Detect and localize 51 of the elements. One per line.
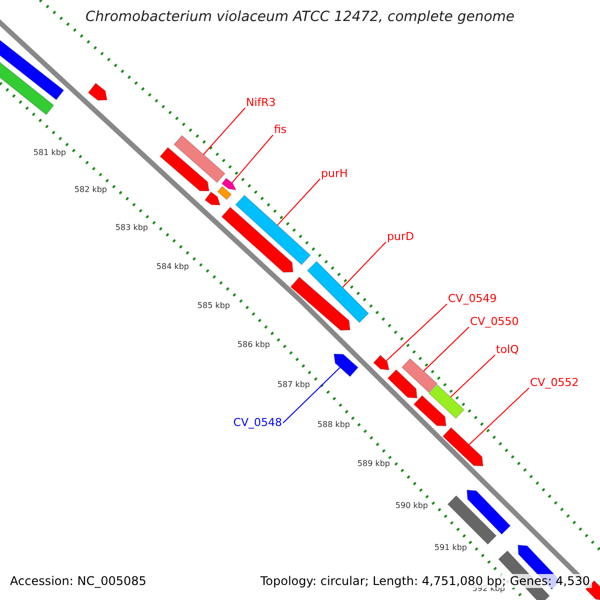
scale-label: 591 kbp: [434, 542, 467, 553]
gene-feature: [372, 354, 390, 371]
gene-feature: [290, 276, 351, 331]
gene-feature: [306, 260, 370, 324]
gene-feature: [401, 358, 438, 394]
scale-label: 588 kbp: [317, 419, 350, 430]
leader-line: [468, 388, 530, 446]
gene-label: tolQ: [496, 343, 519, 356]
leader-line: [450, 354, 496, 398]
leader-line: [386, 304, 448, 362]
scale-label: 589 kbp: [357, 458, 390, 469]
leader-line: [232, 134, 274, 184]
scale-label: 582 kbp: [74, 184, 107, 195]
gene-feature: [234, 194, 312, 266]
gene-feature: [413, 394, 447, 427]
scale-label: 586 kbp: [237, 339, 270, 350]
gene-label: CV_0548: [233, 416, 282, 429]
gene-feature: [466, 489, 511, 535]
scale-label: 581 kbp: [33, 147, 66, 158]
gene-feature: [204, 191, 221, 206]
gene-feature: [428, 384, 465, 420]
gene-feature: [88, 82, 108, 101]
gene-feature: [442, 426, 484, 467]
scale-label: 583 kbp: [115, 222, 148, 233]
leader-line: [282, 367, 340, 424]
gene-feature: [217, 186, 232, 200]
leader-line: [276, 178, 320, 226]
gene-label: NifR3: [246, 96, 276, 109]
title: Chromobacterium violaceum ATCC 12472, complete genome: [84, 9, 516, 25]
gene-feature: [221, 206, 294, 273]
gene-feature: [447, 495, 497, 545]
gene-feature: [159, 146, 210, 192]
gene-feature: [173, 134, 226, 184]
leader-line: [342, 242, 386, 288]
gene-feature: [221, 178, 237, 191]
gene-label: CV_0549: [448, 292, 497, 305]
gene-label: CV_0552: [530, 376, 579, 389]
gene-feature: [333, 353, 359, 378]
footer-text: Accession: NC_005085: [8, 574, 148, 588]
scale-label: 587 kbp: [277, 379, 310, 390]
gene-feature: [387, 369, 418, 399]
gene-label: purH: [321, 167, 348, 180]
scale-label: 590 kbp: [395, 500, 428, 511]
scale-label: 585 kbp: [197, 300, 230, 311]
gene-label: CV_0550: [470, 315, 519, 328]
scale-label: 584 kbp: [156, 261, 189, 272]
gene-label: fis: [274, 123, 287, 136]
leader-line: [203, 108, 246, 155]
footer-text: Topology: circular; Length: 4,751,080 bp; Genes: 4,530: [258, 574, 592, 588]
leader-line: [423, 326, 470, 372]
gene-label: purD: [387, 230, 414, 243]
